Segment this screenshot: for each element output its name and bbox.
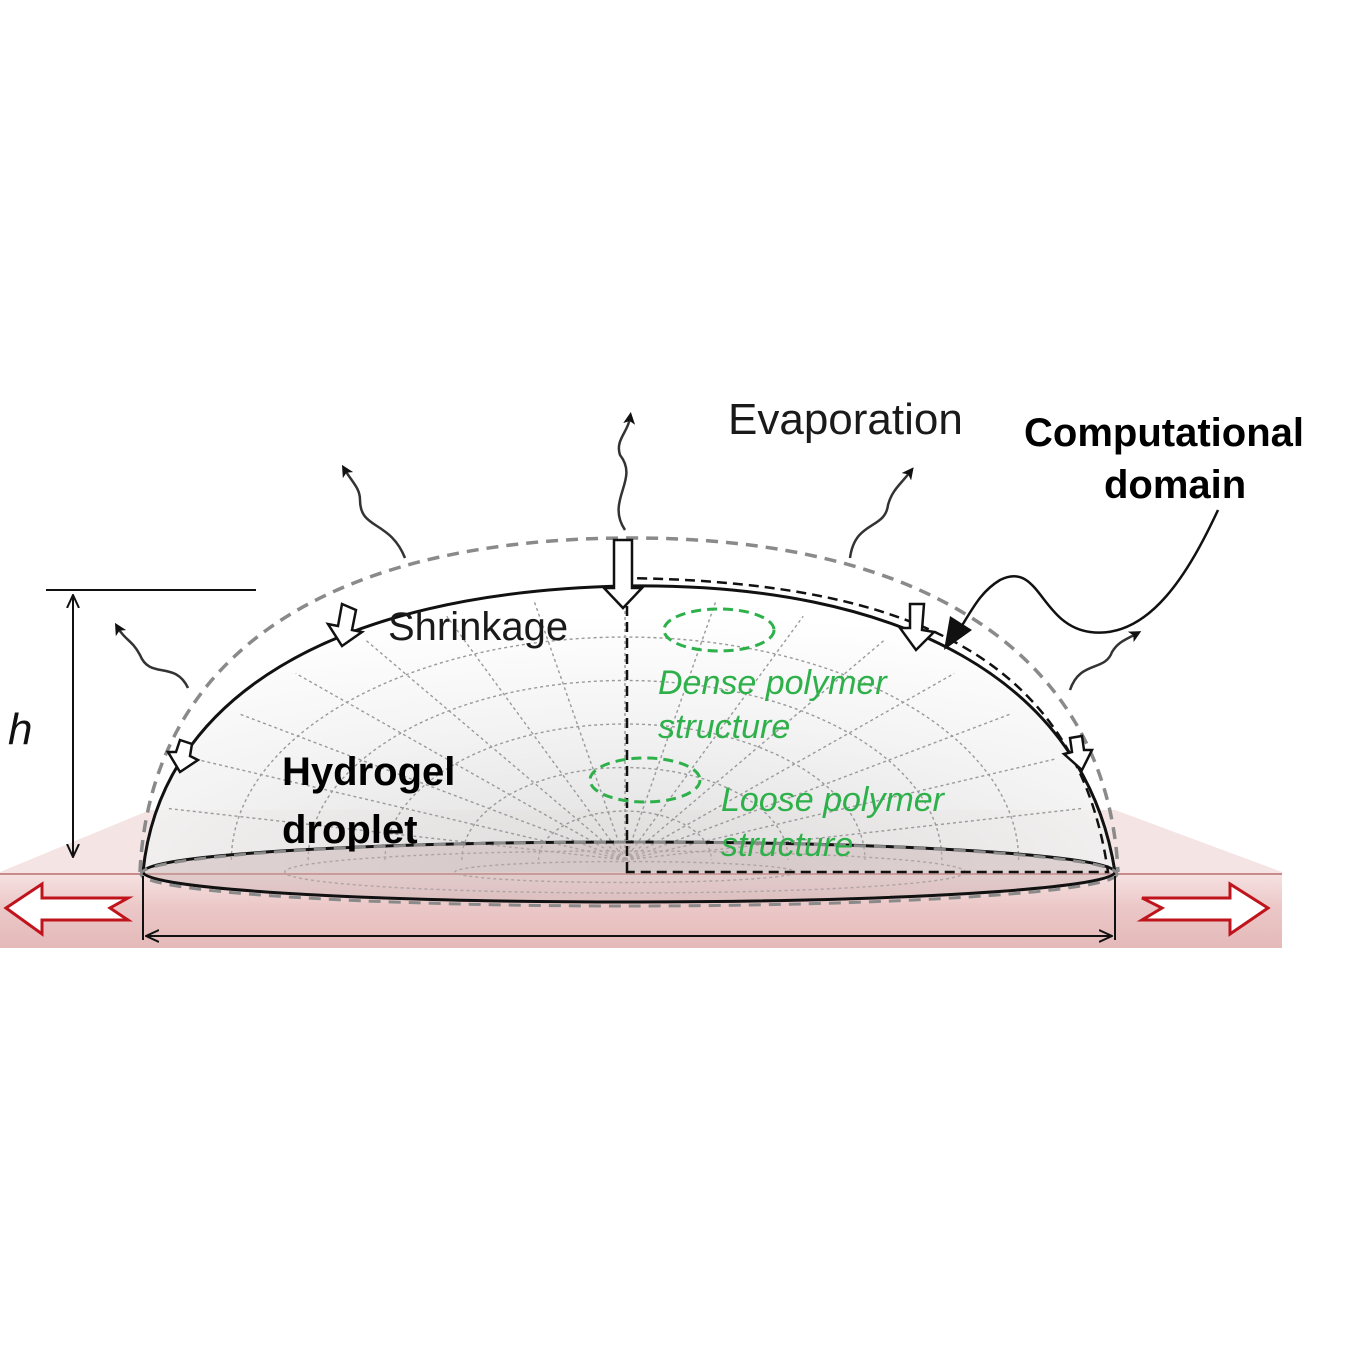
initial-droplet-outline [138,536,1120,873]
hydrogel-droplet-label-line2: droplet [282,808,418,852]
height-dimension [46,589,256,856]
wavy-up-arrow-icon [341,464,407,559]
mesh-radial-line [624,600,717,861]
hollow-down-arrow-icon [325,602,366,648]
dense-polymer-label-line2: structure [658,708,790,746]
wavy-up-arrow-icon [617,412,636,531]
mesh-arc [384,723,866,861]
loose-polymer-label-line2: structure [721,826,853,864]
substrate-arrows [3,881,1271,937]
mesh-radial-line [365,640,626,861]
hollow-down-arrow-icon [897,602,937,652]
mesh-radial-line [624,640,885,861]
width-dimension [142,876,1116,940]
mesh-radial-line [446,615,626,861]
mesh-radial-line [624,712,1013,861]
hollow-horizontal-arrow-icon [1136,881,1271,937]
hollow-down-arrow-icon [165,738,201,774]
initial-base-outline [139,840,1119,908]
pointer-arrowhead [944,616,972,650]
computational-domain-label-line1: Computational [1024,411,1304,455]
mesh-arc [307,679,943,861]
wavy-up-arrow-icon [114,622,190,689]
dense-polymer-ellipse [662,607,776,653]
evaporation-label: Evaporation [728,395,963,444]
wavy-up-arrow-icon [1068,631,1142,691]
pointer-curve [956,509,1220,634]
mesh-radial-line [624,807,1082,861]
computational-domain-label-line2: domain [1104,463,1246,507]
hollow-down-arrow-icon [601,538,645,610]
hydrogel-droplet-label-line1: Hydrogel [282,750,455,794]
droplet [138,536,1120,908]
mesh-radial-line [624,615,804,861]
computational-domain-pointer [944,509,1220,650]
wavy-up-arrow-icon [848,467,914,559]
loose-polymer-ellipse [588,756,702,804]
mesh-radial-line [168,807,626,861]
loose-polymer-label-line1: Loose polymer [721,781,946,819]
mesh-radial-line [237,712,626,861]
shrinkage-label: Shrinkage [388,605,568,649]
shrinkage-arrows [165,538,1095,774]
height-label: h [8,705,32,754]
evaporation-arrows [114,412,1142,691]
hollow-horizontal-arrow-icon [3,881,134,937]
hollow-down-arrow-icon [1061,734,1095,773]
mesh-radial-line [533,600,626,861]
mesh-base-ring [454,860,796,884]
dense-polymer-label-line1: Dense polymer [658,664,888,702]
droplet-mesh [168,596,1082,894]
